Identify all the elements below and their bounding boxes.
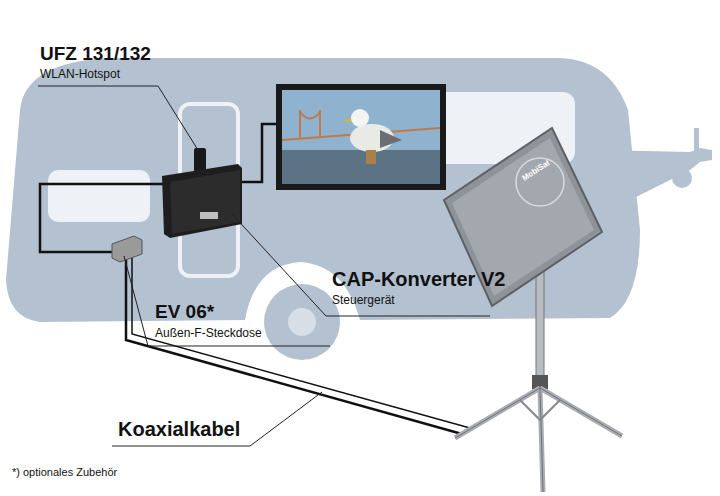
leader-line <box>232 214 490 316</box>
tv-picture-post <box>366 150 376 164</box>
converter-box-face <box>170 170 240 234</box>
caravan-wheel-hub <box>288 308 316 336</box>
cable <box>40 184 166 252</box>
part-name: EV 06* <box>155 302 214 323</box>
f-socket <box>112 236 142 262</box>
wlan-hotspot <box>194 148 206 172</box>
converter-label-plate <box>200 212 218 219</box>
caravan-body <box>6 58 640 322</box>
tripod-leg <box>455 388 622 492</box>
antenna-logo-ring <box>516 158 564 206</box>
part-description: Außen-F-Steckdose <box>155 327 262 340</box>
caravan-jockey-wheel <box>694 128 699 152</box>
caravan-wheel <box>264 284 340 360</box>
tripod-leg <box>455 388 622 492</box>
leader-line <box>38 86 198 150</box>
part-name: UFZ 131/132 <box>40 44 151 65</box>
tv-picture <box>282 90 440 184</box>
tv-picture-seagull <box>351 109 369 127</box>
leader-line <box>112 392 322 446</box>
footnote: *) optionales Zubehör <box>12 466 117 478</box>
tv-screen <box>276 84 446 190</box>
converter-box <box>162 164 242 238</box>
caravan-jockey-wheel <box>672 168 692 188</box>
part-name: CAP-Konverter V2 <box>332 268 505 290</box>
caravan-window <box>48 170 150 222</box>
tv-picture-water <box>282 150 440 184</box>
leader-line <box>124 256 330 346</box>
tv-picture-seagull <box>380 130 402 148</box>
tripod-clamp <box>532 375 548 389</box>
tv-picture-seagull <box>342 118 351 122</box>
part-name: Koaxialkabel <box>118 418 240 440</box>
part-description: Steuergerät <box>332 294 395 307</box>
cable <box>240 124 276 182</box>
part-description: WLAN-Hotspot <box>40 68 120 81</box>
tripod-brace <box>520 400 560 420</box>
